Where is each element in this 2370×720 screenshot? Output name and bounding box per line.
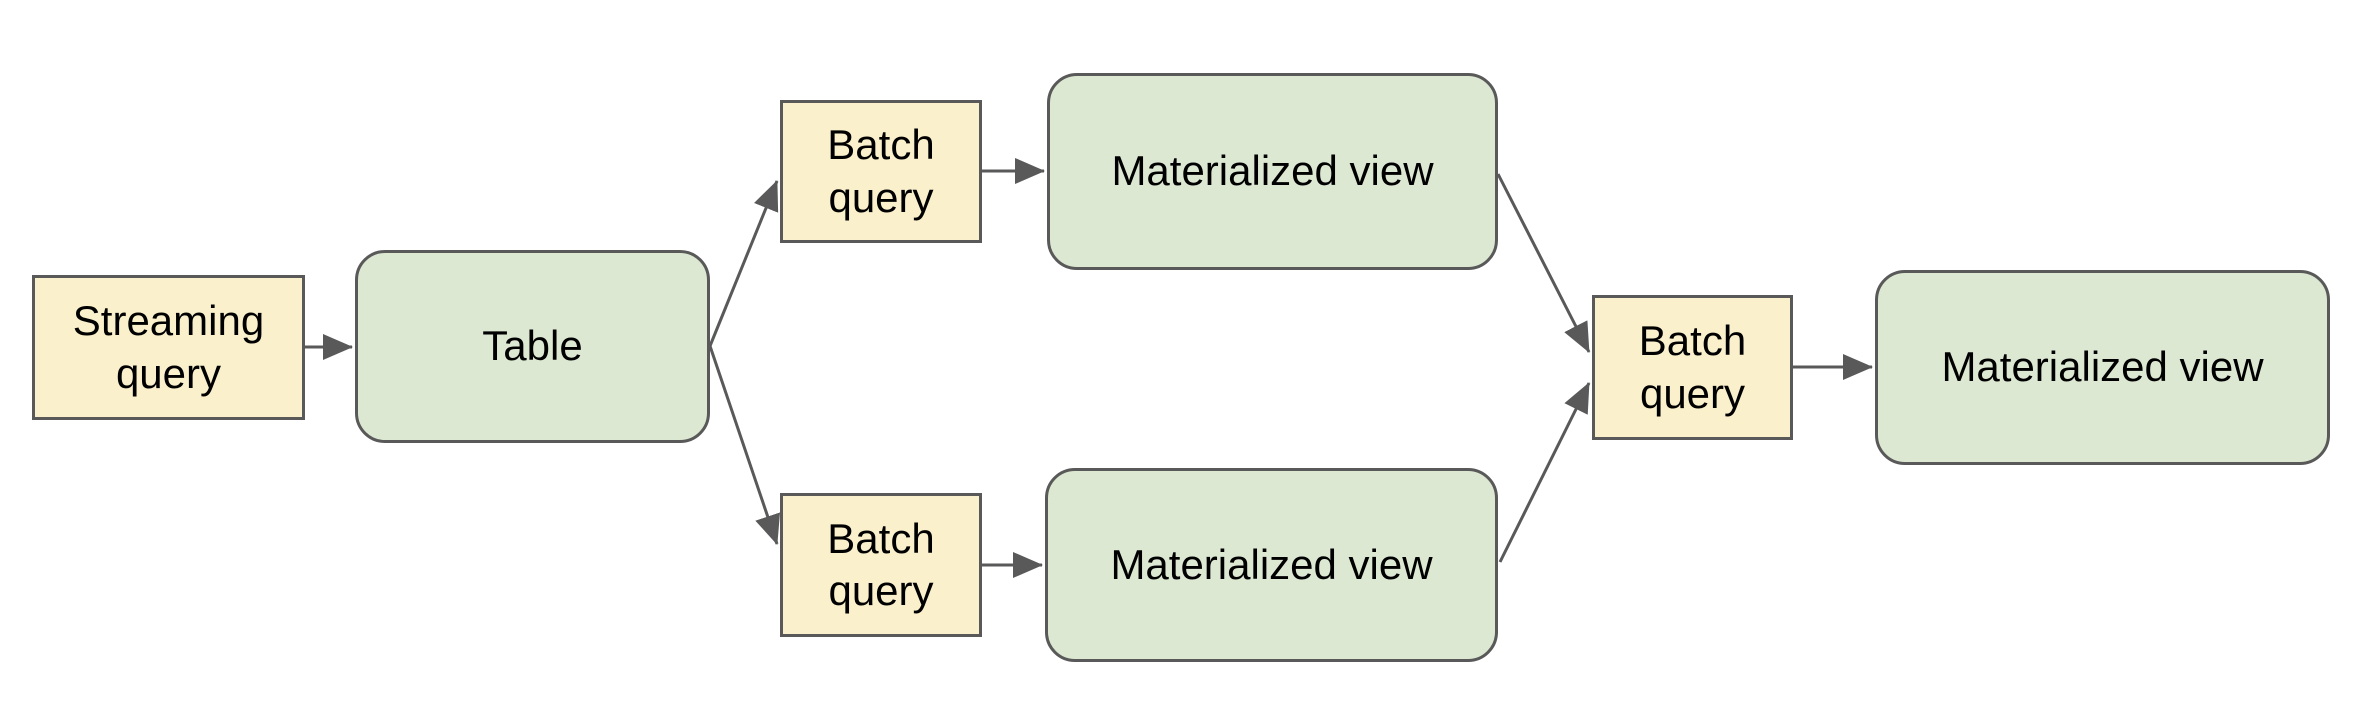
node-label: Table	[482, 322, 583, 370]
node-batch-query-final: Batch query	[1592, 295, 1793, 440]
edge-table-to-batch-query-top	[708, 180, 779, 347]
node-label: Batch query	[827, 514, 935, 615]
node-label: Streaming query	[72, 297, 265, 397]
edge-materialized-view-top-to-batch-query-final	[1496, 173, 1591, 353]
node-label: Materialized view	[1941, 343, 2264, 391]
edge-materialized-view-bottom-to-batch-query-final	[1498, 382, 1591, 563]
edge-table-to-batch-query-bottom	[708, 345, 781, 545]
node-table: Table	[355, 250, 710, 443]
node-label: Materialized view	[1110, 540, 1433, 588]
node-batch-query-bottom: Batch query	[780, 493, 982, 637]
node-label: Materialized view	[1111, 147, 1434, 195]
node-materialized-view-top: Materialized view	[1047, 73, 1498, 270]
node-materialized-view-final: Materialized view	[1875, 270, 2330, 465]
node-materialized-view-bottom: Materialized view	[1045, 468, 1498, 662]
node-streaming-query: Streaming query	[32, 275, 305, 420]
node-label: Batch query	[1638, 317, 1747, 417]
node-label: Batch query	[827, 121, 935, 221]
node-batch-query-top: Batch query	[780, 100, 982, 243]
